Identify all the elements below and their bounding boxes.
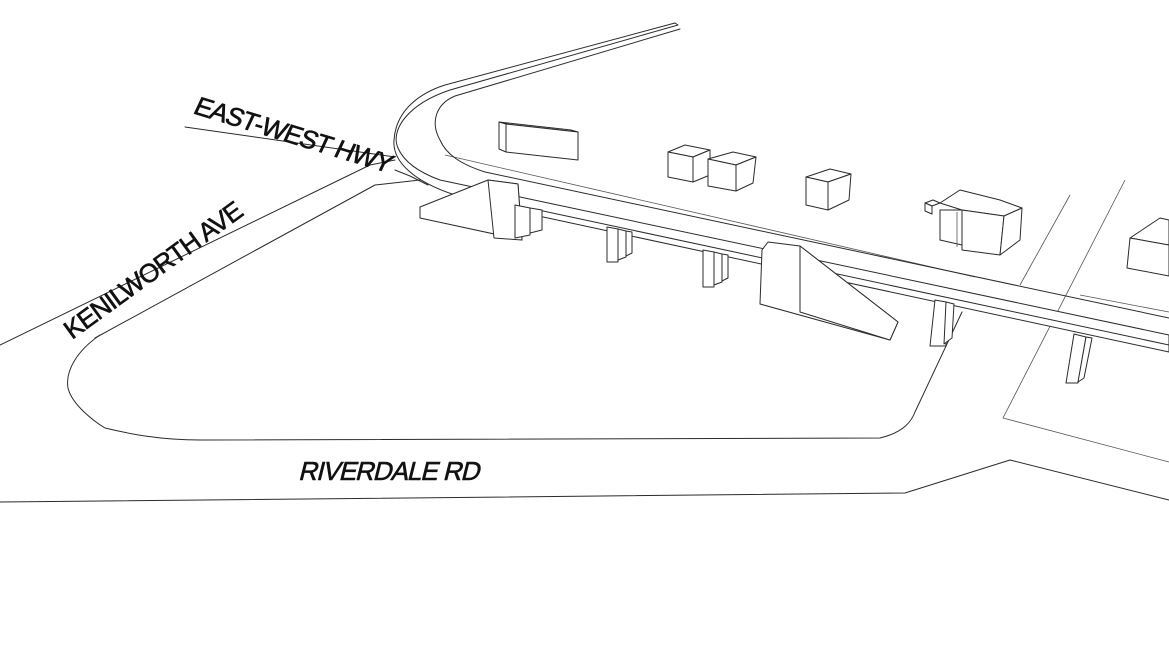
- pier-1: [606, 226, 619, 263]
- cross-street-edge-3: [1079, 294, 1169, 313]
- road-network: [0, 126, 1169, 503]
- pier-1b: [617, 228, 627, 261]
- buildings: [498, 121, 1169, 277]
- west-abutment-face: [487, 179, 523, 241]
- abutments: [419, 179, 899, 341]
- pier-4: [1065, 333, 1087, 384]
- street-label-riverdale-rd: RIVERDALE RD: [297, 456, 484, 486]
- pier-4b: [1077, 336, 1093, 383]
- cross-street-edge-2: [1002, 179, 1169, 463]
- kenilworth-ave-edge: [0, 159, 396, 346]
- pier-2b: [713, 251, 723, 286]
- parcel-line: [444, 154, 976, 278]
- building-long: [498, 121, 579, 161]
- building-far-right: [1126, 217, 1169, 277]
- building-complex: [924, 189, 1023, 256]
- building-cube: [805, 168, 852, 211]
- center-abutment-face: [799, 245, 899, 341]
- building-small-b: [707, 151, 757, 192]
- viaduct-underside: [514, 204, 1169, 346]
- viaduct-parapet: [434, 28, 1169, 319]
- street-labels: EAST-WEST HWY KENILWORTH AVE RIVERDALE R…: [58, 91, 485, 486]
- pier-1c: [625, 230, 633, 257]
- viaduct-ramp: [394, 169, 429, 186]
- pier-3: [929, 299, 947, 347]
- riverdale-rd-edge: [0, 459, 1169, 503]
- west-abutment-pier: [514, 204, 531, 239]
- west-abutment-pier-2: [529, 207, 543, 234]
- pier-2: [702, 249, 715, 288]
- pier-3b: [943, 301, 955, 345]
- pier-2c: [721, 253, 729, 282]
- building-small-a: [667, 144, 711, 183]
- east-west-hwy-edge: [184, 126, 396, 158]
- street-label-east-west-hwy: EAST-WEST HWY: [189, 91, 398, 178]
- kenilworth-ave-inner-edge: [94, 179, 421, 339]
- cross-street-edge: [1019, 194, 1071, 286]
- piers: [606, 226, 1093, 384]
- parcel-outline: [67, 311, 963, 441]
